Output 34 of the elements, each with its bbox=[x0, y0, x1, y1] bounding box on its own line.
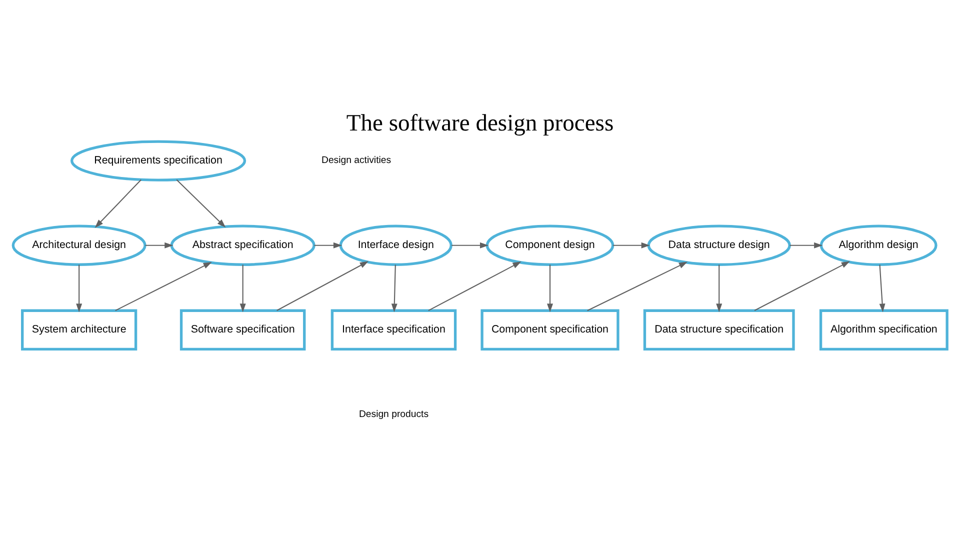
arrow bbox=[613, 242, 650, 248]
arrow bbox=[76, 264, 82, 312]
arrow bbox=[452, 242, 489, 248]
label: Design products bbox=[358, 408, 429, 420]
arrow bbox=[240, 264, 246, 312]
node-box: Interface specification bbox=[330, 308, 457, 350]
node-ellipse: Component design bbox=[486, 224, 614, 266]
arrow bbox=[276, 260, 369, 310]
arrow bbox=[314, 242, 342, 248]
node-box: Data structure specification bbox=[643, 308, 795, 350]
arrow bbox=[547, 264, 553, 312]
label: Design activities bbox=[322, 154, 392, 166]
arrow bbox=[790, 242, 823, 248]
arrow bbox=[754, 260, 850, 310]
arrow bbox=[176, 178, 226, 228]
node-ellipse: Data structure design bbox=[647, 224, 791, 266]
diagram-title: The software design process bbox=[346, 110, 614, 136]
node-box: Algorithm specification bbox=[819, 308, 948, 350]
arrow bbox=[716, 264, 722, 312]
node-ellipse: Interface design bbox=[339, 224, 452, 266]
arrow bbox=[391, 264, 398, 312]
arrow bbox=[428, 261, 522, 311]
node-box: Component specification bbox=[480, 308, 620, 350]
node-box: Software specification bbox=[180, 308, 306, 350]
arrow bbox=[879, 264, 886, 312]
node-ellipse: Algorithm design bbox=[820, 224, 938, 266]
node-ellipse: Abstract specification bbox=[170, 224, 316, 266]
arrow bbox=[115, 261, 212, 311]
arrow bbox=[587, 261, 688, 311]
arrow bbox=[145, 242, 174, 248]
node-box: System architecture bbox=[21, 308, 138, 350]
node-ellipse: Requirements specification bbox=[70, 140, 246, 181]
node-ellipse: Architectural design bbox=[12, 224, 146, 266]
arrow bbox=[94, 178, 142, 228]
